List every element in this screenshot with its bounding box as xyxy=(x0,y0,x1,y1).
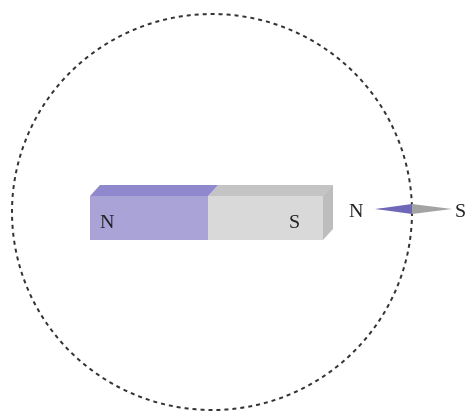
bar-magnet-south-face xyxy=(208,196,323,240)
needle-north-half xyxy=(375,204,412,214)
bar-magnet-top-north xyxy=(90,185,218,196)
needle-south-half xyxy=(412,204,452,214)
magnet-north-label: N xyxy=(100,211,114,233)
bar-magnet-top-south xyxy=(208,185,333,196)
bar-magnet-side-face xyxy=(323,185,333,240)
magnet-south-label: S xyxy=(289,211,300,233)
compass-needle: N S xyxy=(349,200,466,222)
compass-south-label: S xyxy=(455,200,466,222)
compass-north-label: N xyxy=(349,200,363,222)
bar-magnet: N S xyxy=(90,185,333,240)
bar-magnet-north-face xyxy=(90,196,208,240)
